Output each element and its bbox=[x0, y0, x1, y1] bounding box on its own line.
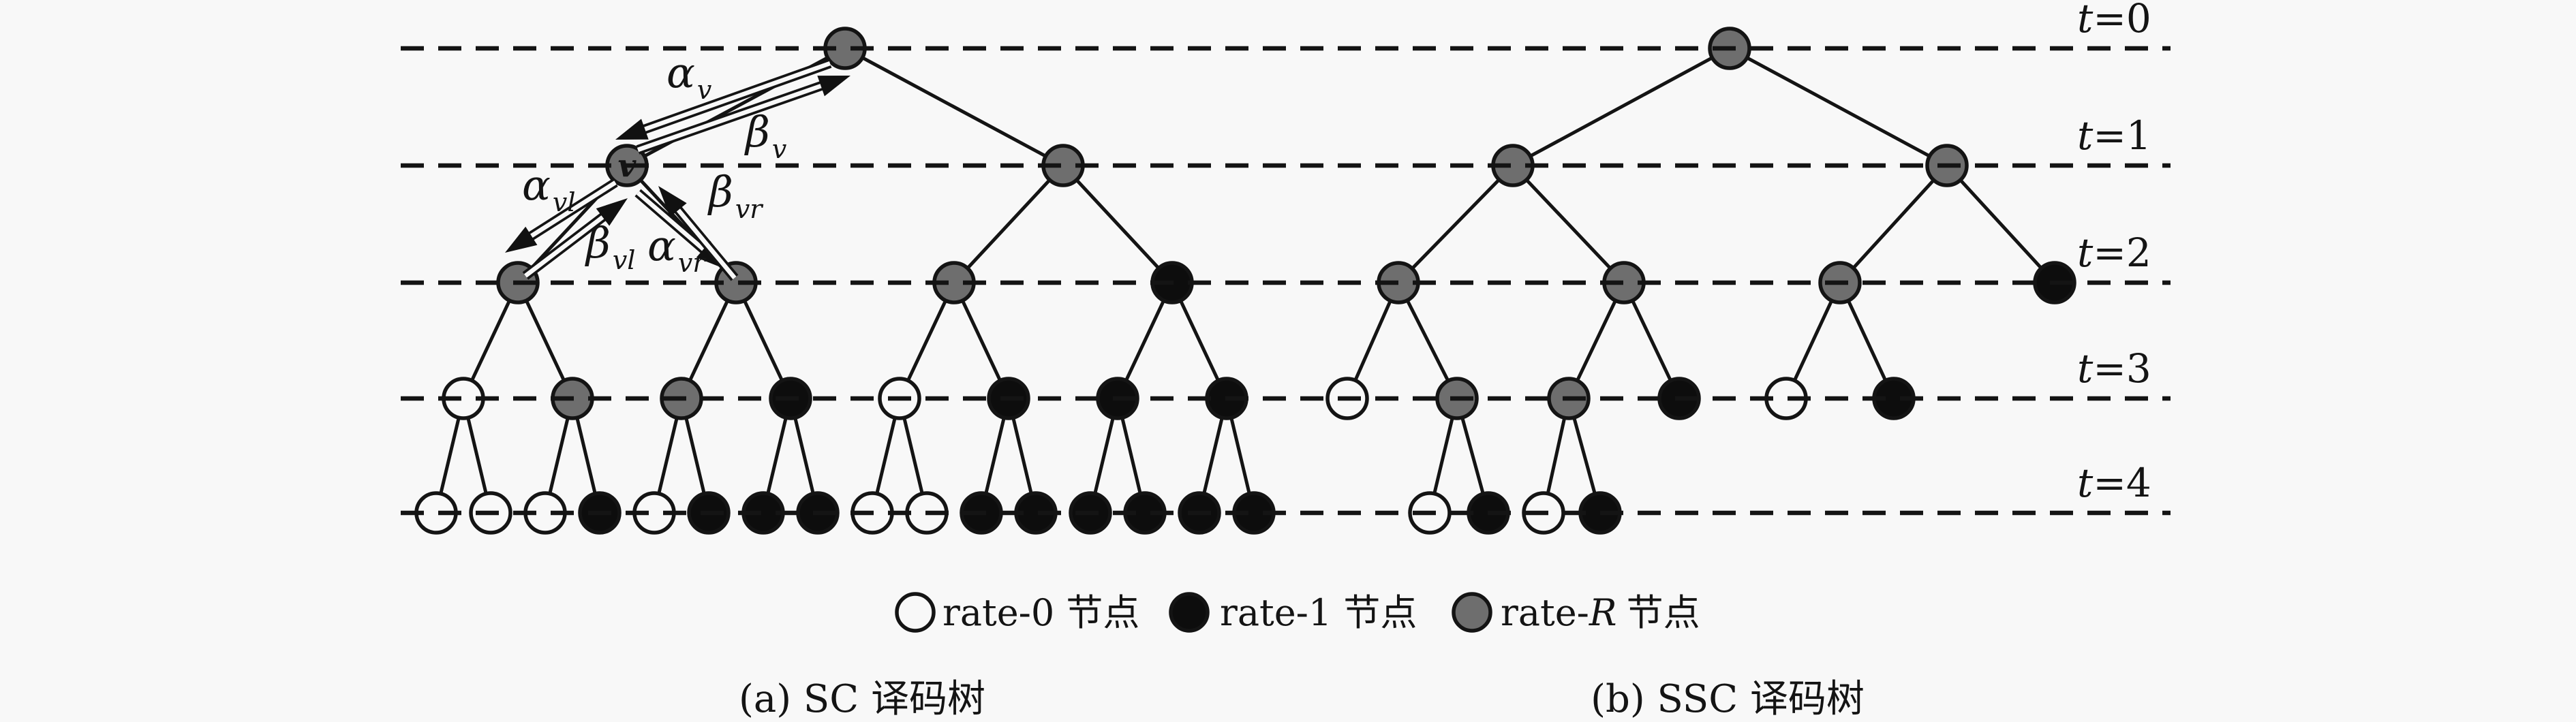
time-label-t3: t=3 bbox=[2077, 345, 2151, 392]
tree-edge bbox=[1959, 178, 2043, 270]
legend-label-rate1: rate-1 节点 bbox=[1220, 591, 1417, 634]
tree-edge bbox=[466, 417, 488, 495]
arrow-head bbox=[505, 226, 538, 253]
legend-label-rate0: rate-0 节点 bbox=[942, 591, 1139, 634]
tree-edge bbox=[1229, 417, 1251, 495]
tree-edge bbox=[1202, 417, 1224, 495]
tree-node-rate-0 bbox=[878, 377, 921, 420]
tree-edge bbox=[1075, 178, 1161, 270]
tree-edge bbox=[766, 417, 788, 495]
arrow-shaft-gap bbox=[525, 180, 617, 241]
legend-rate0-icon bbox=[895, 592, 936, 633]
label-beta-v: βv bbox=[744, 107, 787, 164]
tree-edge bbox=[875, 417, 897, 495]
caption-ssc-tree: (b) SSC 译码树 bbox=[1591, 677, 1865, 721]
tree-edge bbox=[688, 300, 729, 381]
message-arrow-alpha-vl bbox=[505, 178, 618, 253]
time-gridlines-layer bbox=[401, 46, 2171, 516]
tree-edge bbox=[861, 56, 1047, 158]
arrow-shaft-gap bbox=[524, 212, 609, 278]
arrow-shaft-gap bbox=[673, 204, 737, 280]
arrow-head bbox=[596, 198, 628, 226]
tree-edge bbox=[548, 417, 570, 495]
tree-edge bbox=[439, 417, 461, 495]
tree-edge bbox=[966, 178, 1052, 270]
tree-edge bbox=[1411, 178, 1501, 270]
tree-edge bbox=[1525, 178, 1612, 270]
tree-edge bbox=[470, 300, 511, 381]
legend-rateR-icon bbox=[1452, 592, 1492, 633]
legend-rate1-icon bbox=[1169, 592, 1210, 633]
tree-edge bbox=[1353, 300, 1392, 381]
label-beta-vl: βvl bbox=[585, 218, 635, 275]
time-label-t2: t=2 bbox=[2077, 230, 2151, 276]
time-label-t1: t=1 bbox=[2077, 112, 2151, 159]
tree-edges-layer bbox=[439, 56, 2043, 495]
arrow-head bbox=[615, 119, 649, 140]
time-label-t0: t=0 bbox=[2077, 0, 2151, 42]
arrow-head bbox=[658, 186, 687, 217]
caption-sc-tree: (a) SC 译码树 bbox=[739, 677, 985, 721]
label-alpha-vr: αvr bbox=[647, 221, 707, 278]
message-arrow-alpha-v bbox=[615, 59, 832, 140]
labels-layer: t=0 t=1 t=2 t=3 t=4 αv βv αvl βvl αvr βv… bbox=[522, 0, 2151, 721]
tree-node-rate-0 bbox=[469, 491, 512, 535]
node-v-label: v bbox=[618, 147, 637, 184]
message-arrow-beta-vr bbox=[658, 186, 739, 281]
tree-edge bbox=[1852, 178, 1935, 270]
message-arrow-beta-v bbox=[636, 76, 850, 155]
tree-edge bbox=[1093, 417, 1115, 495]
arrow-shaft-gap bbox=[636, 191, 709, 255]
tree-edge bbox=[902, 417, 924, 495]
tree-edge bbox=[684, 417, 706, 495]
tree-edge bbox=[1546, 417, 1567, 495]
tree-edge bbox=[575, 417, 597, 495]
tree-edge bbox=[1460, 417, 1485, 495]
tree-edge bbox=[1011, 417, 1033, 495]
tree-edge bbox=[1792, 300, 1834, 381]
tree-edge bbox=[1405, 299, 1450, 382]
tree-edge bbox=[793, 417, 815, 495]
tree-edge bbox=[1746, 56, 1931, 158]
tree-edge bbox=[1432, 417, 1454, 495]
tree-edge bbox=[1529, 56, 1713, 158]
arrow-shaft-gap bbox=[637, 82, 827, 153]
tree-edge bbox=[906, 300, 947, 381]
label-alpha-vl: αvl bbox=[522, 160, 576, 217]
arrow-head bbox=[817, 76, 850, 97]
tree-edge bbox=[1572, 417, 1597, 495]
tree-edge bbox=[1576, 300, 1617, 381]
message-arrows-layer bbox=[505, 59, 850, 281]
label-alpha-v: αv bbox=[666, 48, 712, 105]
arrow-shaft-gap bbox=[639, 61, 831, 134]
tree-edge bbox=[1124, 300, 1165, 381]
tree-edge bbox=[1846, 300, 1888, 381]
tree-edge bbox=[525, 300, 566, 381]
tree-node-rate-0 bbox=[1325, 377, 1369, 420]
tree-edge bbox=[1179, 300, 1220, 381]
label-beta-vr: βvr bbox=[707, 167, 764, 224]
tree-edge bbox=[1631, 300, 1672, 381]
tree-edge bbox=[961, 300, 1002, 381]
time-label-t4: t=4 bbox=[2077, 460, 2151, 506]
tree-edge bbox=[1120, 417, 1142, 495]
tree-edge bbox=[984, 417, 1006, 495]
tree-node-rate-0 bbox=[1408, 491, 1452, 535]
tree-edge bbox=[743, 300, 784, 381]
message-arrow-beta-vl bbox=[522, 198, 628, 280]
tree-edge bbox=[657, 417, 679, 495]
